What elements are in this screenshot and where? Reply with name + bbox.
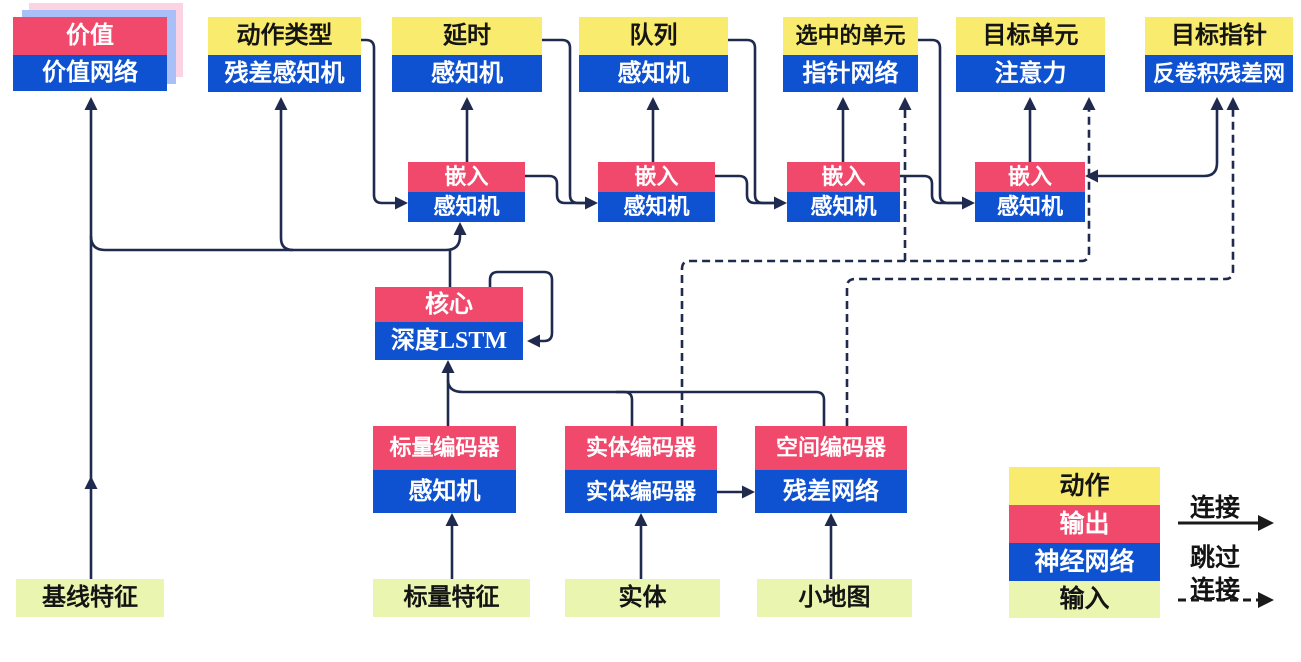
- value-head-label: 价值: [13, 17, 167, 55]
- spatial-encoder-label: 空间编码器: [755, 426, 907, 470]
- legend-dashed-arrowhead: [1258, 592, 1274, 608]
- scalar-encoder-network-label: 感知机: [373, 470, 516, 513]
- legend-output-label: 输出: [1009, 505, 1160, 543]
- delay-network-label: 感知机: [392, 55, 542, 92]
- spatial-encoder-network-label: 残差网络: [755, 470, 907, 513]
- scalar-encoder-label: 标量编码器: [373, 426, 516, 470]
- legend: 动作 输出 神经网络 输入: [1009, 467, 1160, 618]
- legend-action-label: 动作: [1009, 467, 1160, 505]
- wire-core-bus: [89, 227, 462, 252]
- embed2-network-label: 感知机: [598, 192, 715, 222]
- queue-head-label: 队列: [579, 17, 728, 55]
- node-core: 核心 深度LSTM: [375, 287, 523, 360]
- skip-connections: [680, 100, 1235, 426]
- wire-queue-to-embed3: [728, 38, 777, 205]
- node-spatial-encoder: 空间编码器 残差网络: [755, 426, 907, 513]
- legend-arrows: [1178, 515, 1274, 608]
- embed1-network-label: 感知机: [408, 192, 525, 222]
- skip-spatial-to-deconv: [845, 100, 1235, 426]
- node-baseline-features: 基线特征: [16, 579, 164, 617]
- target-unit-network-label: 注意力: [956, 55, 1105, 92]
- embed3-network-label: 感知机: [787, 192, 900, 222]
- node-minimap: 小地图: [757, 579, 912, 617]
- action-type-head-label: 动作类型: [208, 17, 361, 55]
- legend-solid-arrowhead: [1258, 515, 1274, 531]
- wire-encoder-bus: [446, 379, 826, 426]
- target-point-network-label: 反卷积残差网: [1145, 55, 1293, 92]
- queue-network-label: 感知机: [579, 55, 728, 92]
- arrowheads: [84, 97, 1240, 526]
- delay-head-label: 延时: [392, 17, 542, 55]
- node-target-unit: 目标单元 注意力: [956, 17, 1105, 92]
- wire-embed4-to-targetpoint: [1096, 100, 1219, 178]
- wire-embed1-to-embed2: [525, 174, 588, 205]
- action-type-network-label: 残差感知机: [208, 55, 361, 92]
- node-value: 价值 价值网络: [13, 17, 167, 91]
- wire-actiontype-to-embed1: [361, 38, 397, 205]
- legend-solid-connection-label: 连接: [1189, 495, 1240, 522]
- embed1-label: 嵌入: [408, 162, 525, 192]
- node-queue: 队列 感知机: [579, 17, 728, 92]
- legend-skip-label-line1: 跳过: [1189, 545, 1240, 572]
- selected-units-head-label: 选中的单元: [783, 17, 918, 55]
- scalar-features-label: 标量特征: [373, 579, 530, 617]
- wire-bus-to-actiontype: [279, 100, 294, 252]
- node-scalar-features: 标量特征: [373, 579, 530, 617]
- value-network-label: 价值网络: [13, 55, 167, 91]
- baseline-features-label: 基线特征: [16, 579, 164, 617]
- solid-connections: [89, 38, 1219, 579]
- target-point-head-label: 目标指针: [1145, 17, 1293, 55]
- node-entities: 实体: [565, 579, 720, 617]
- legend-input-label: 输入: [1009, 581, 1160, 618]
- node-entity-encoder: 实体编码器 实体编码器: [565, 426, 717, 513]
- node-scalar-encoder: 标量编码器 感知机: [373, 426, 516, 513]
- core-network-label: 深度LSTM: [375, 322, 523, 360]
- node-delay: 延时 感知机: [392, 17, 542, 92]
- wire-core-selfloop: [488, 270, 554, 343]
- embed4-network-label: 感知机: [975, 192, 1085, 222]
- wire-embed3-to-embed4: [900, 174, 965, 205]
- node-embed1: 嵌入 感知机: [408, 162, 525, 222]
- embed4-label: 嵌入: [975, 162, 1085, 192]
- entity-encoder-network-label: 实体编码器: [565, 470, 717, 513]
- wire-embed2-to-embed3: [715, 174, 777, 205]
- node-embed2: 嵌入 感知机: [598, 162, 715, 222]
- legend-network-label: 神经网络: [1009, 543, 1160, 581]
- entities-label: 实体: [565, 579, 720, 617]
- selected-units-network-label: 指针网络: [783, 55, 918, 92]
- core-label: 核心: [375, 287, 523, 322]
- entity-encoder-label: 实体编码器: [565, 426, 717, 470]
- target-unit-head-label: 目标单元: [956, 17, 1105, 55]
- embed2-label: 嵌入: [598, 162, 715, 192]
- wire-entity-to-bus: [616, 390, 634, 426]
- node-selected-units: 选中的单元 指针网络: [783, 17, 918, 92]
- node-action-type: 动作类型 残差感知机: [208, 17, 361, 92]
- node-embed4: 嵌入 感知机: [975, 162, 1085, 222]
- legend-skip-label-line2: 连接: [1189, 577, 1240, 604]
- minimap-label: 小地图: [757, 579, 912, 617]
- embed3-label: 嵌入: [787, 162, 900, 192]
- node-embed3: 嵌入 感知机: [787, 162, 900, 222]
- node-target-point: 目标指针 反卷积残差网: [1145, 17, 1293, 92]
- skip-entity-bus: [680, 100, 1091, 426]
